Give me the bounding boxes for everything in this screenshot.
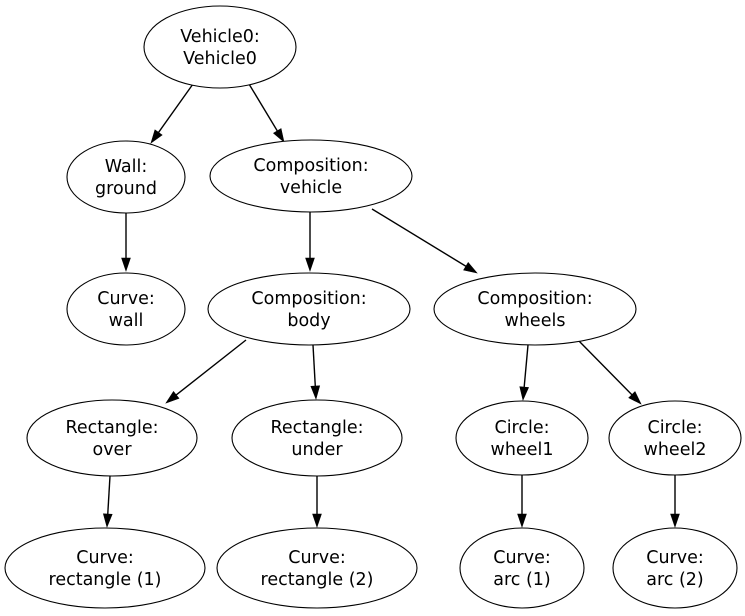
graph-edge	[248, 83, 285, 143]
node-ellipse[interactable]	[143, 5, 297, 89]
node-label: Curve:rectangle (1)	[49, 548, 162, 590]
graph-edge	[150, 83, 194, 144]
edge-arrowhead	[121, 257, 131, 272]
node-label: Composition:wheels	[477, 289, 592, 331]
node-ellipse[interactable]	[209, 139, 413, 213]
graph-node-circle_wheel2[interactable]: Circle:wheel2	[608, 400, 742, 476]
edge-arrowhead	[150, 129, 163, 144]
graph-node-curve_rectangle_1[interactable]: Curve:rectangle (1)	[4, 527, 206, 609]
node-label: Curve:arc (1)	[493, 548, 551, 590]
node-ellipse[interactable]	[433, 272, 637, 346]
edge-line	[576, 338, 633, 396]
node-ellipse[interactable]	[455, 400, 589, 476]
graph-edge	[519, 344, 530, 401]
graph-edge	[312, 476, 322, 528]
graph-node-curve_arc_2[interactable]: Curve:arc (2)	[612, 527, 738, 609]
edge-line	[175, 339, 247, 396]
edge-arrowhead	[310, 385, 321, 400]
edge-line	[523, 344, 529, 388]
graph-node-vehicle0[interactable]: Vehicle0:Vehicle0	[143, 5, 297, 89]
node-label: Curve:arc (2)	[646, 548, 704, 590]
node-ellipse[interactable]	[612, 527, 738, 609]
edge-line	[312, 344, 316, 387]
node-ellipse[interactable]	[26, 399, 198, 477]
edge-arrowhead	[519, 386, 530, 401]
node-ellipse[interactable]	[4, 527, 206, 609]
graph-edge	[310, 344, 321, 400]
edge-arrowhead	[463, 261, 478, 274]
edge-line	[107, 475, 111, 515]
graph-edge	[305, 212, 315, 272]
node-label: Rectangle:over	[65, 418, 158, 460]
node-label: Composition:body	[251, 289, 366, 331]
node-ellipse[interactable]	[459, 527, 585, 609]
graph-node-circle_wheel1[interactable]: Circle:wheel1	[455, 400, 589, 476]
edge-line	[157, 83, 194, 133]
edges-layer	[102, 83, 680, 528]
node-ellipse[interactable]	[608, 400, 742, 476]
edge-arrowhead	[628, 391, 642, 405]
edge-arrowhead	[670, 513, 680, 528]
graph-edge	[102, 475, 113, 528]
graph-node-wall_ground[interactable]: Wall:ground	[66, 140, 186, 214]
nodes-layer: Vehicle0:Vehicle0Wall:groundComposition:…	[4, 5, 742, 609]
edge-line	[371, 208, 467, 267]
edge-arrowhead	[102, 513, 113, 528]
edge-arrowhead	[165, 390, 180, 404]
edge-arrowhead	[312, 513, 322, 528]
node-label: Rectangle:under	[270, 418, 363, 460]
edge-arrowhead	[273, 128, 285, 143]
node-ellipse[interactable]	[66, 272, 186, 346]
graph-edge	[670, 474, 680, 528]
edge-arrowhead	[517, 513, 527, 528]
graph-edge	[121, 213, 131, 272]
graph-edge	[165, 339, 247, 404]
graph-edge	[576, 338, 642, 405]
edge-arrowhead	[305, 257, 315, 272]
node-label: Circle:wheel2	[644, 418, 707, 460]
node-ellipse[interactable]	[207, 272, 411, 346]
graph-node-composition_wheels[interactable]: Composition:wheels	[433, 272, 637, 346]
node-ellipse[interactable]	[231, 399, 403, 477]
graph-node-curve_rectangle_2[interactable]: Curve:rectangle (2)	[216, 527, 418, 609]
node-label: Composition:vehicle	[253, 156, 368, 198]
graph-node-composition_vehicle[interactable]: Composition:vehicle	[209, 139, 413, 213]
graph-node-rectangle_under[interactable]: Rectangle:under	[231, 399, 403, 477]
node-label: Wall:ground	[95, 157, 157, 199]
node-label: Curve:wall	[97, 289, 155, 331]
node-ellipse[interactable]	[66, 140, 186, 214]
node-label: Curve:rectangle (2)	[261, 548, 374, 590]
graph-node-composition_body[interactable]: Composition:body	[207, 272, 411, 346]
graph-node-curve_wall[interactable]: Curve:wall	[66, 272, 186, 346]
node-label: Circle:wheel1	[491, 418, 554, 460]
graph-node-rectangle_over[interactable]: Rectangle:over	[26, 399, 198, 477]
node-ellipse[interactable]	[216, 527, 418, 609]
edge-line	[248, 83, 278, 132]
graph-node-curve_arc_1[interactable]: Curve:arc (1)	[459, 527, 585, 609]
graph-edge	[371, 208, 478, 274]
node-label: Vehicle0:Vehicle0	[180, 27, 260, 69]
graph-edge	[517, 475, 527, 528]
